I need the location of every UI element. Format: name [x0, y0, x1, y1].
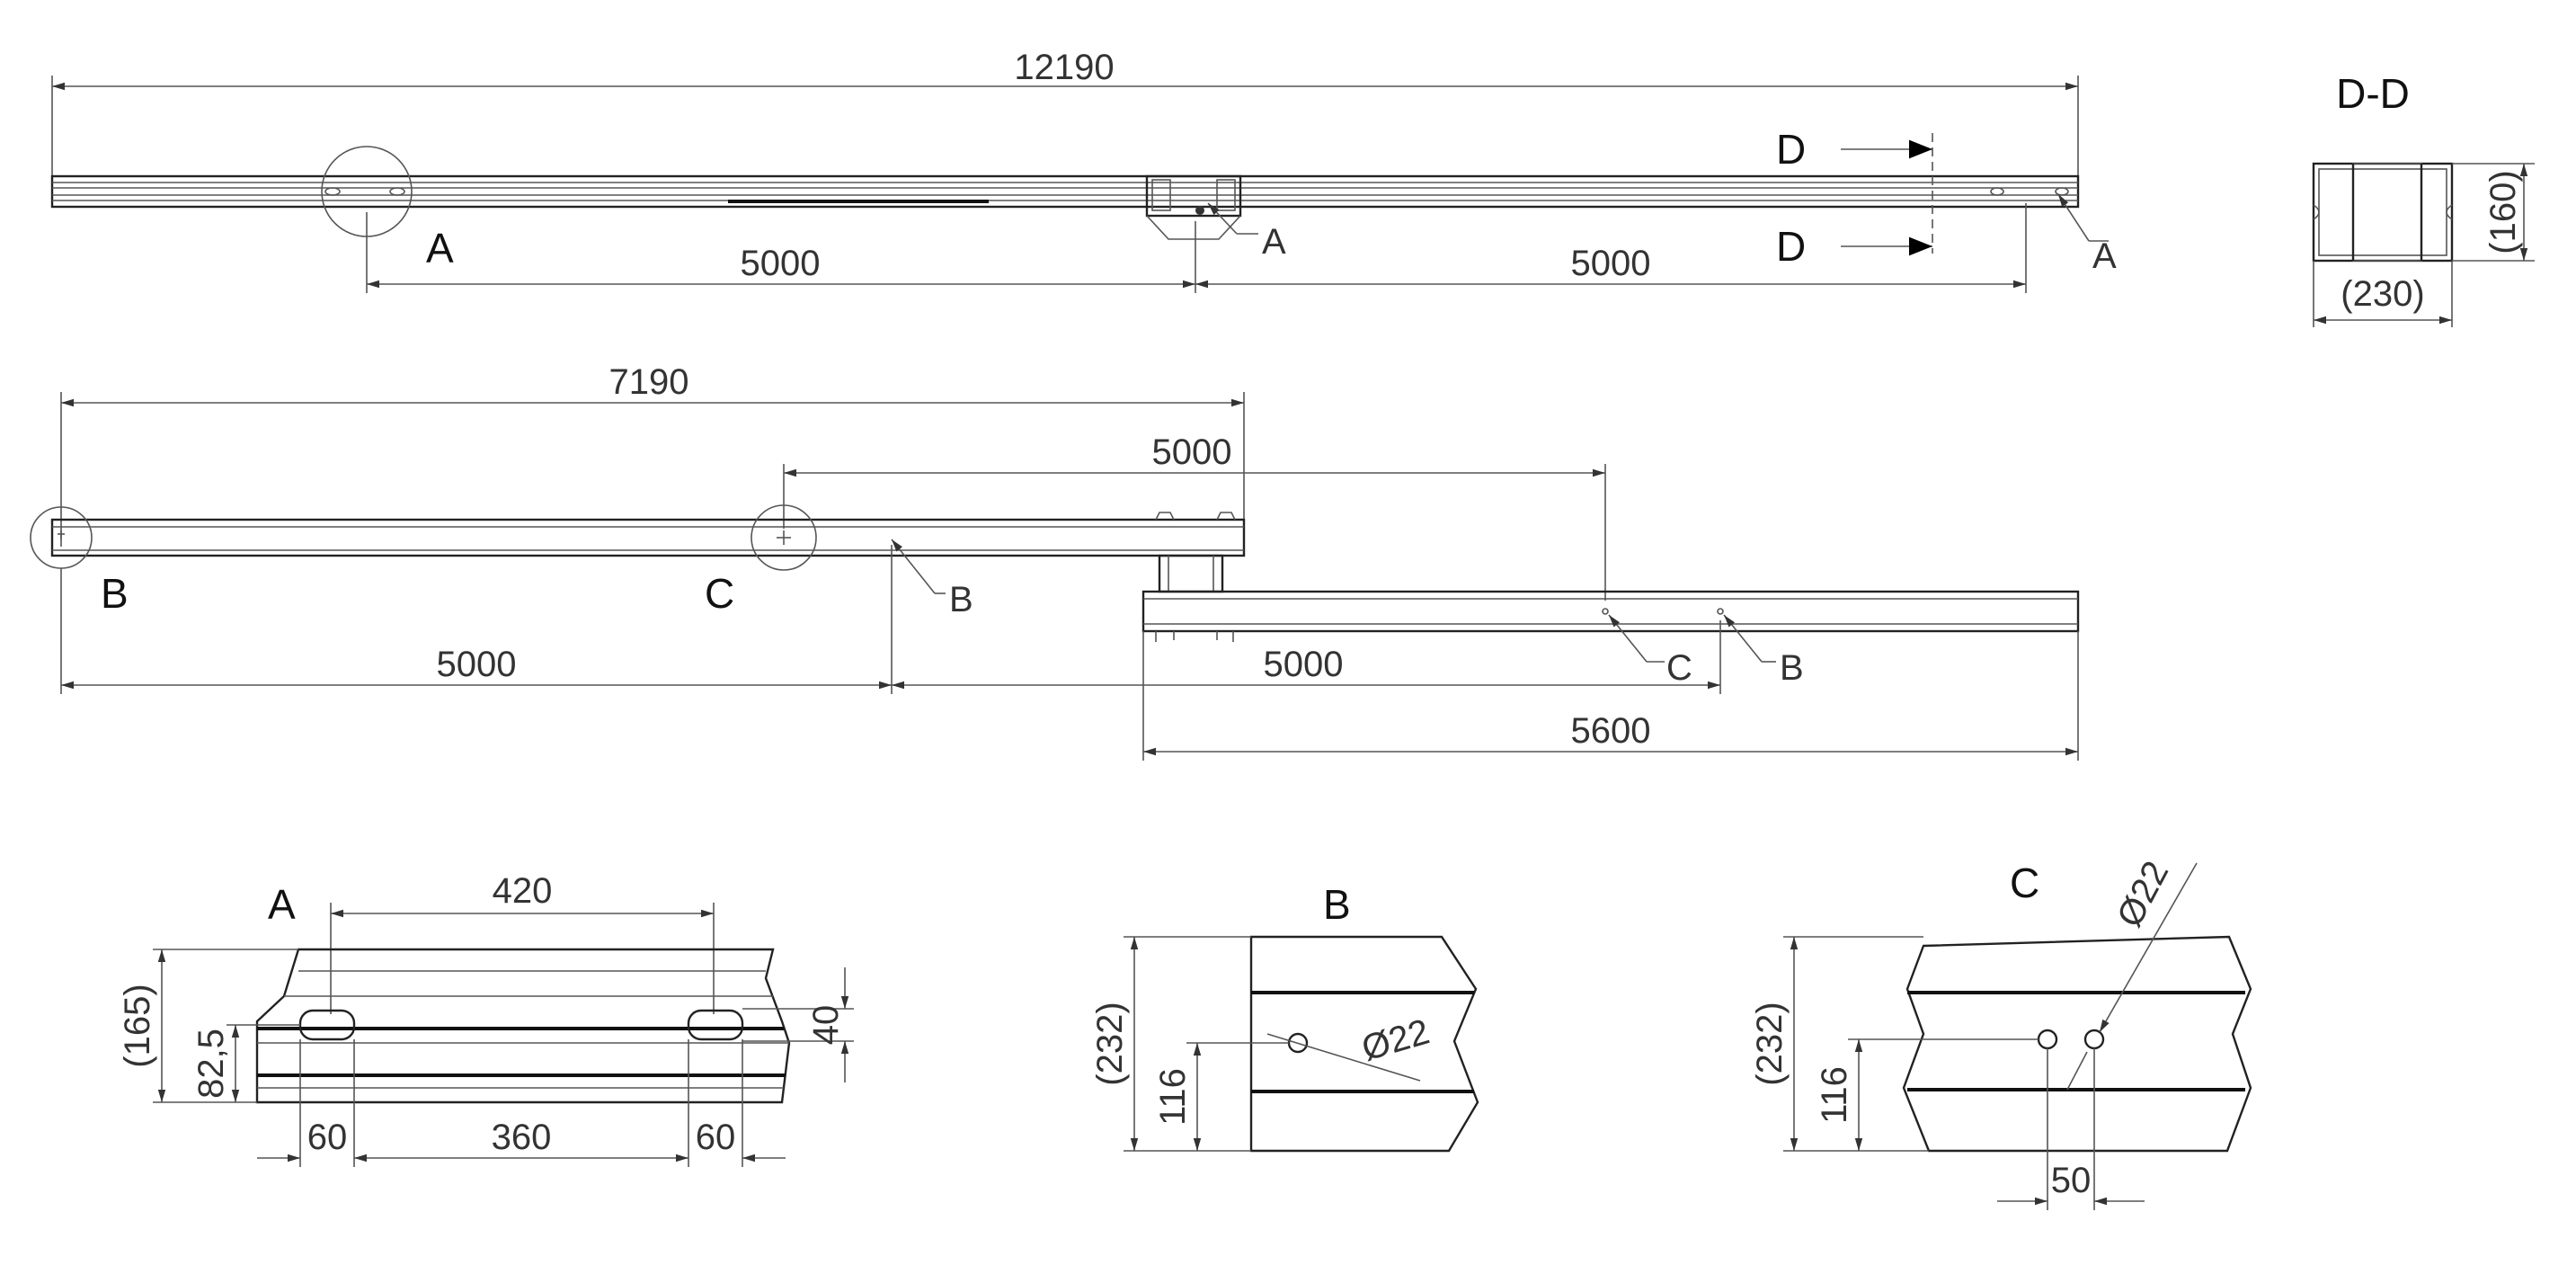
dim-dd-width: (230): [2341, 274, 2424, 314]
dim-a-center: 82,5: [191, 1029, 231, 1099]
dim-c-diameter: Ø22: [2110, 855, 2176, 933]
slot-left: [298, 1009, 356, 1041]
leader-mid-a: A: [1262, 222, 1286, 262]
dim-b-diameter: Ø22: [1357, 1012, 1434, 1069]
top-view: 12190 A A 5000: [50, 48, 2117, 293]
dim-b-center: 116: [1153, 1068, 1193, 1126]
hole-c-right: [2083, 1029, 2105, 1050]
section-dd-title: D-D: [2336, 70, 2410, 117]
detail-c-title: C: [2010, 860, 2039, 906]
dim-b-height: (232): [1090, 1002, 1130, 1085]
section-label-bottom: D: [1776, 223, 1806, 270]
detail-b: B Ø22 (232) 116: [1090, 881, 1479, 1153]
hole-c-left: [2037, 1029, 2058, 1050]
callout-circle-c: [751, 504, 817, 571]
detail-a-title: A: [268, 881, 296, 928]
leader-right-a: A: [2092, 236, 2117, 276]
dim-overall-top: 12190: [1014, 48, 1114, 87]
leader-c: C: [1666, 648, 1692, 688]
detail-a: A 420 (165) 82,5 40: [118, 871, 854, 1167]
dim-a-slot-right: 60: [696, 1118, 736, 1157]
dim-middle-overall: 7190: [609, 362, 689, 402]
leader-b2: B: [1780, 648, 1804, 688]
label-circle-a: A: [426, 225, 454, 272]
dim-a-slot-height: 40: [806, 1005, 846, 1046]
leader-b1: B: [949, 580, 973, 619]
slot-right: [687, 1009, 744, 1041]
dim-middle-offset: 5000: [1152, 432, 1232, 472]
dim-a-height: (165): [118, 984, 157, 1067]
section-label-top: D: [1776, 126, 1806, 173]
dim-c-height: (232): [1750, 1002, 1790, 1085]
top-beam: [50, 174, 2080, 209]
dim-a-spacing: 420: [493, 871, 553, 911]
detail-b-title: B: [1323, 881, 1351, 928]
dim-c-center: 116: [1815, 1066, 1854, 1124]
top-joint: [1145, 174, 1242, 240]
dim-lower-length: 5600: [1571, 711, 1651, 751]
dim-dd-height: (160): [2483, 170, 2523, 254]
label-circle-c: C: [705, 570, 734, 617]
label-circle-b: B: [101, 570, 129, 617]
dim-middle-span-left: 5000: [437, 645, 517, 684]
dim-c-spacing: 50: [2051, 1161, 2092, 1200]
upper-beam: [50, 512, 1246, 557]
dim-a-slot-left: 60: [307, 1118, 348, 1157]
section-dd: D-D (160) (230): [2312, 70, 2535, 327]
dim-a-between: 360: [492, 1118, 552, 1157]
dim-middle-span-mid: 5000: [1264, 645, 1344, 684]
dim-span-right: 5000: [1571, 244, 1651, 283]
detail-c: C Ø22 (232) 116 50: [1750, 855, 2252, 1210]
dim-span-left: 5000: [741, 244, 821, 283]
middle-view: 7190 5000 B C: [30, 362, 2080, 761]
